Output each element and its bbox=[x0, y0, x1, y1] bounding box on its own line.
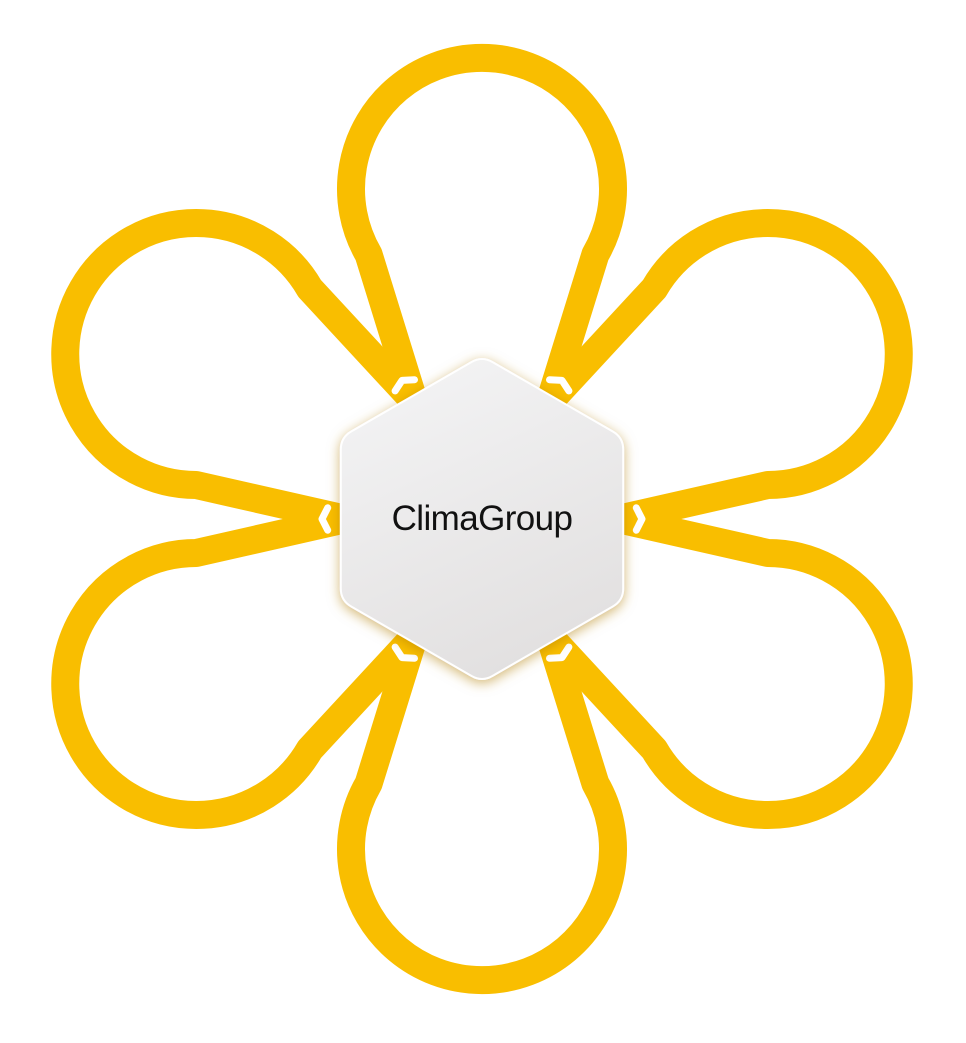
petal-bottom bbox=[337, 606, 627, 995]
connector-notch-icon bbox=[546, 376, 573, 395]
connector-notch-icon bbox=[318, 504, 332, 534]
connector-notch-icon bbox=[632, 504, 646, 534]
petal-top bbox=[337, 43, 627, 432]
petal-top-left bbox=[51, 209, 443, 539]
connector-notch-icon bbox=[391, 376, 418, 395]
brand-logo-text: ClimaGroup bbox=[392, 499, 573, 538]
connector-notch-group bbox=[318, 376, 646, 662]
petal-bottom-left bbox=[51, 499, 443, 829]
hexagon-shape bbox=[339, 358, 625, 680]
center-hexagon[interactable] bbox=[339, 358, 625, 680]
petal-group bbox=[51, 43, 913, 995]
petal-bottom-right bbox=[521, 499, 913, 829]
connector-notch-icon bbox=[546, 643, 573, 662]
petal-top-right bbox=[521, 209, 913, 539]
connector-notch-icon bbox=[391, 643, 418, 662]
